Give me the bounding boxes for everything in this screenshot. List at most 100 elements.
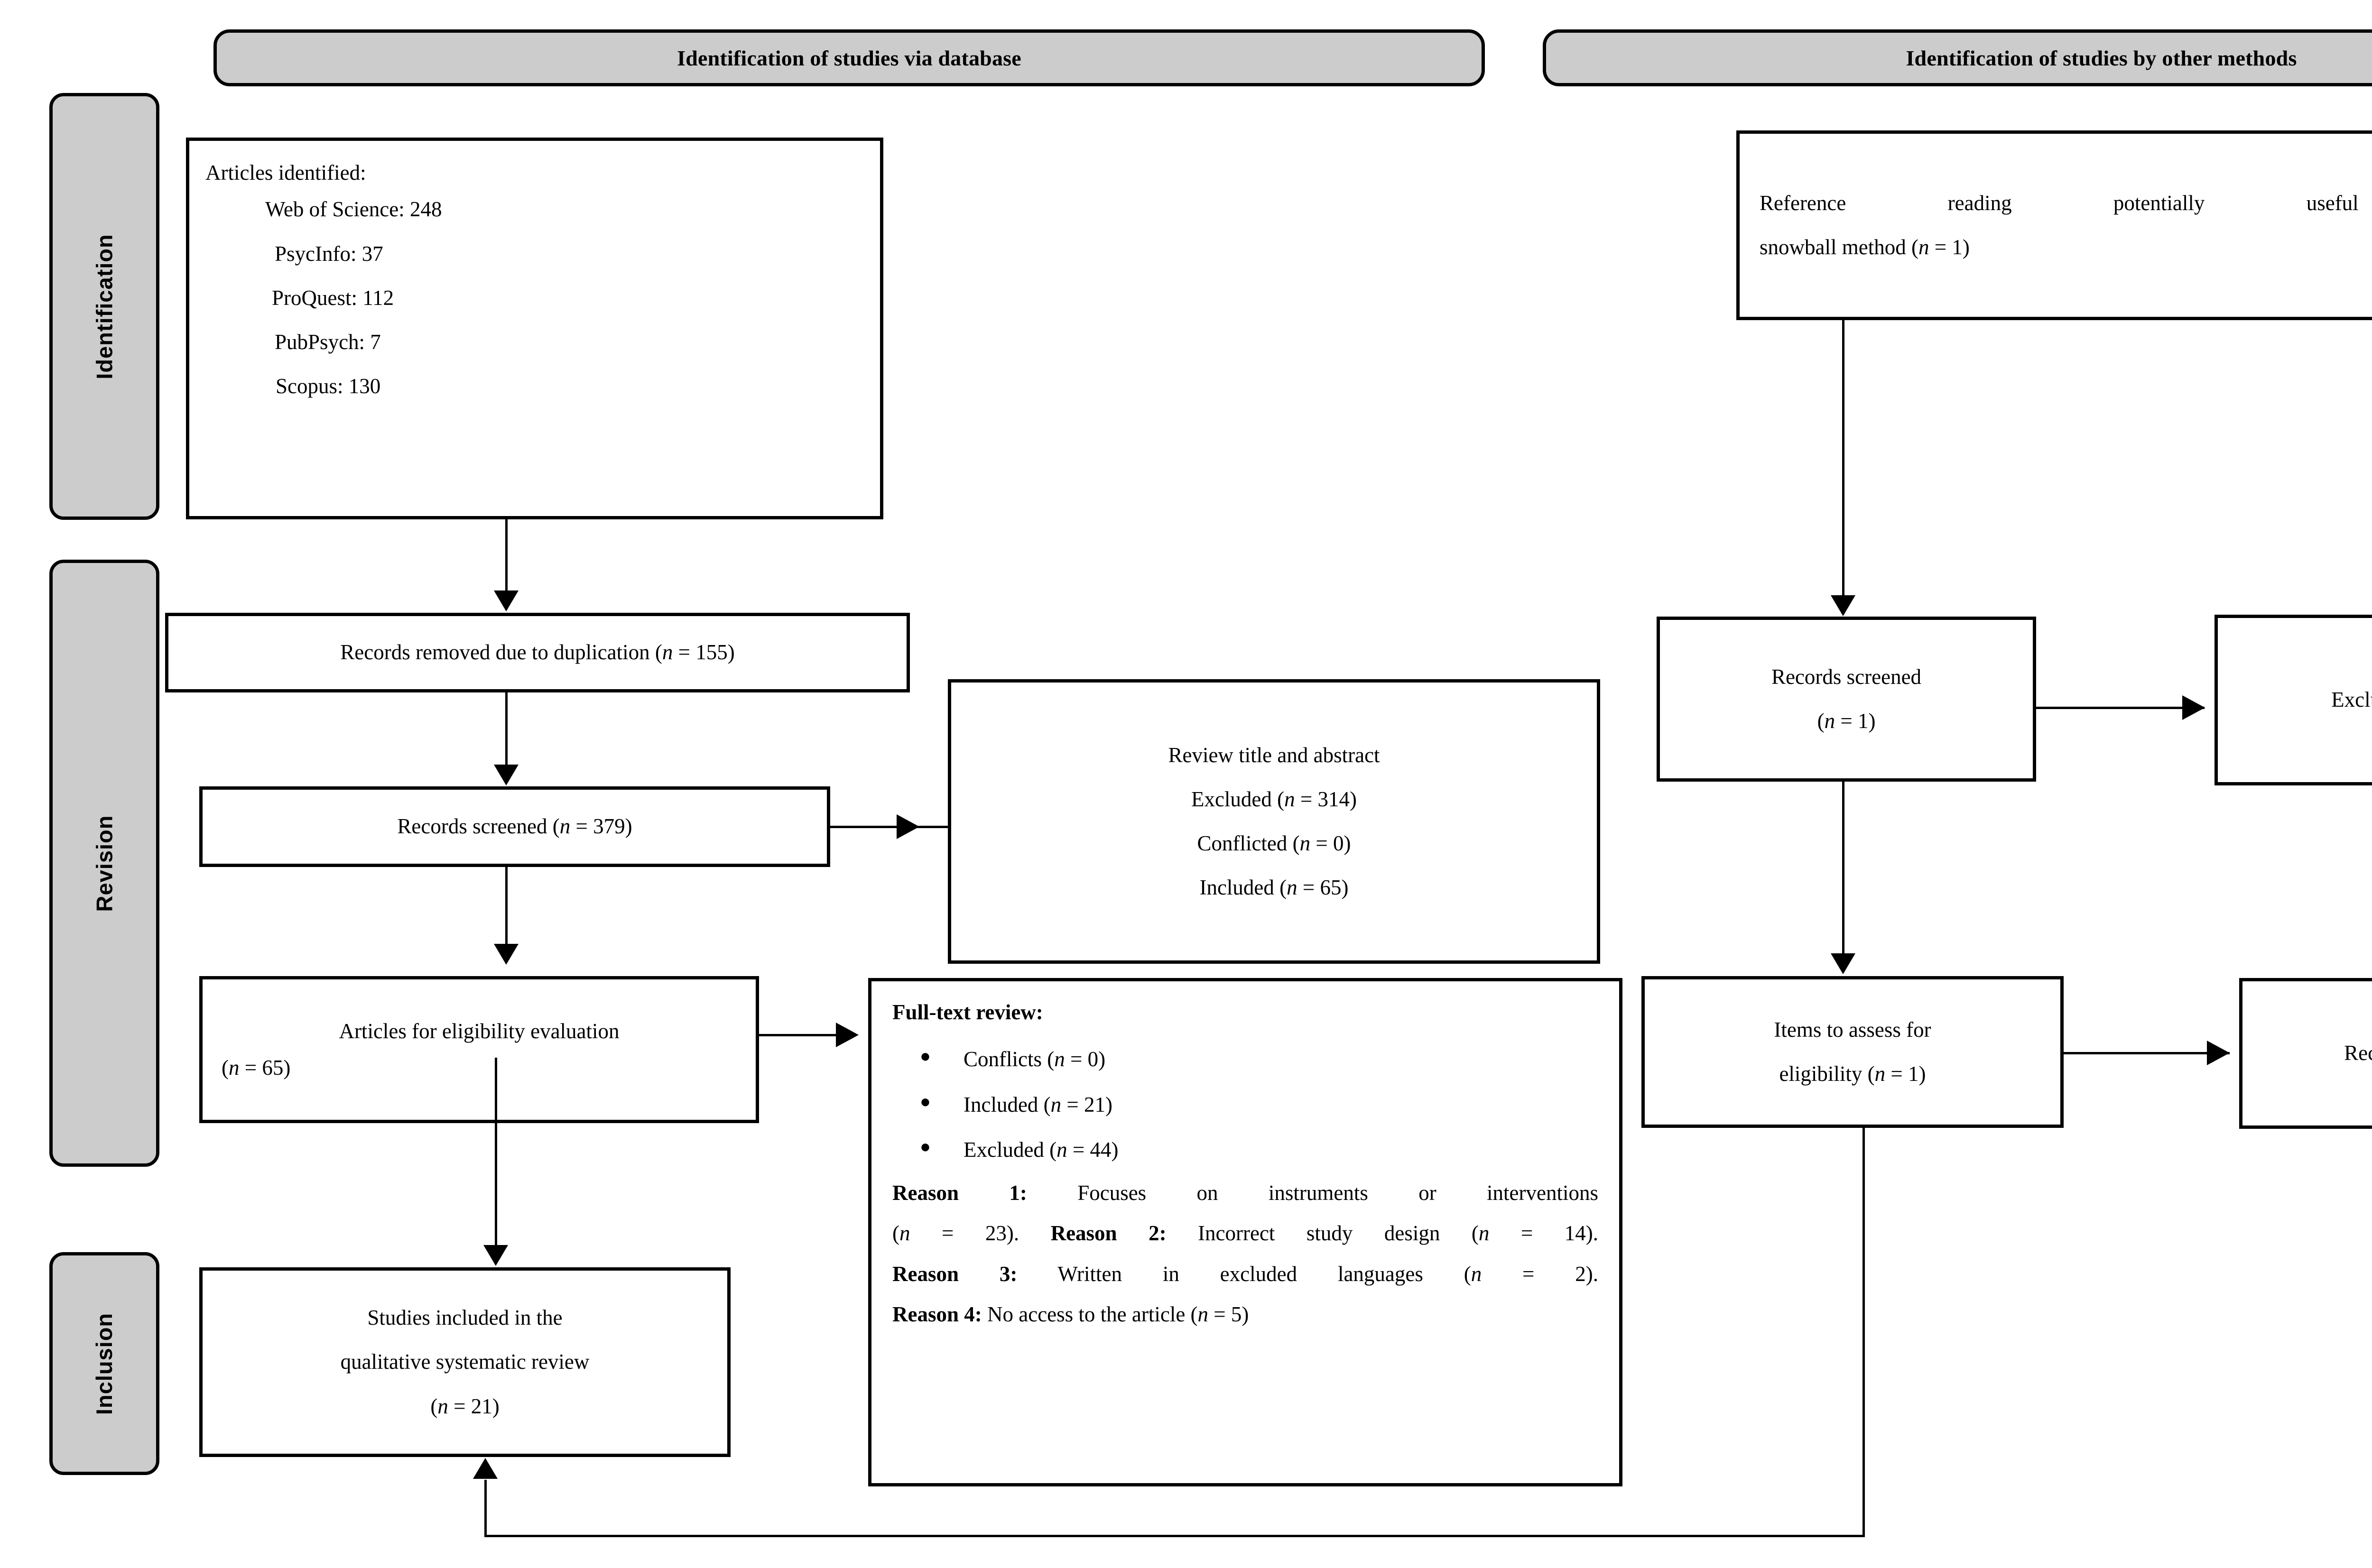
- box-records-screened-other: Records screened (n = 1): [1657, 617, 2036, 782]
- reason-4-label: Reason 4:: [892, 1302, 982, 1326]
- reason-2-label: Reason 2:: [1050, 1221, 1167, 1245]
- banner-identification-database: Identification of studies via database: [213, 29, 1485, 86]
- connector-items-down-loop: [1862, 1128, 1865, 1537]
- records-screened-db-prefix: Records screened (: [397, 814, 560, 839]
- connector-loop-horizontal: [484, 1535, 1865, 1537]
- full-text-reason-3: Reason 3: Written in excluded languages …: [892, 1263, 1598, 1285]
- box-full-text-review: Full-text review: Conflicts (n = 0) Incl…: [868, 978, 1622, 1486]
- connector-screened-other-to-excluded: [2036, 707, 2205, 709]
- source-psycinfo: PsycInfo: 37: [275, 241, 383, 266]
- box-studies-included: Studies included in the qualitative syst…: [199, 1267, 731, 1457]
- reason-1-label: Reason 1:: [892, 1181, 1027, 1205]
- studies-included-line1: Studies included in the: [367, 1306, 563, 1330]
- reference-reading-line2: snowball method (n = 1): [1760, 236, 2372, 258]
- stage-label-inclusion: Inclusion: [49, 1252, 159, 1475]
- full-text-reason-1: Reason 1: Focuses on instruments or inte…: [892, 1181, 1598, 1205]
- full-text-included-prefix: Included (: [964, 1092, 1051, 1116]
- review-title-abstract-heading: Review title and abstract: [1168, 743, 1380, 767]
- source-scopus: Scopus: 130: [276, 374, 381, 398]
- articles-eligibility-line2: (n = 65): [203, 1056, 756, 1079]
- arrowhead-eligibility-to-fulltext: [836, 1023, 859, 1047]
- full-text-reason-2: (n = 23). Reason 2: Incorrect study desi…: [892, 1222, 1598, 1245]
- source-web-of-science: Web of Science: 248: [265, 197, 442, 221]
- arrowhead-screened-to-review: [897, 814, 919, 839]
- reason-4-text: No access to the article (: [982, 1302, 1198, 1326]
- full-text-review-bullet-list: Conflicts (n = 0) Included (n = 21) Excl…: [892, 1047, 1598, 1162]
- studies-included-n: n: [437, 1394, 448, 1418]
- box-articles-eligibility: Articles for eligibility evaluation (n =…: [199, 976, 759, 1123]
- full-text-excluded-n: n: [1056, 1137, 1067, 1162]
- reason-4-n: n: [1197, 1302, 1209, 1326]
- excluded-records-prefix: Excluded records (: [2331, 688, 2372, 712]
- source-proquest: ProQuest: 112: [272, 286, 394, 310]
- full-text-included-n: n: [1050, 1092, 1062, 1116]
- full-text-conflicts-prefix: Conflicts (: [964, 1047, 1055, 1071]
- reason-2-text: Incorrect study design (: [1166, 1221, 1479, 1245]
- review-conflicted-suffix: = 0): [1310, 831, 1351, 855]
- source-pubpsych: PubPsych: 7: [275, 330, 381, 354]
- studies-included-suffix: = 21): [448, 1394, 500, 1418]
- items-to-assess-line1: Items to assess for: [1774, 1017, 1931, 1042]
- items-to-assess-line2: eligibility (n = 1): [1645, 1062, 2060, 1086]
- items-to-assess-suffix: = 1): [1885, 1062, 1926, 1086]
- box-reference-reading: Reference reading potentially useful via…: [1736, 130, 2372, 320]
- reason-3-label: Reason 3:: [892, 1262, 1018, 1286]
- banner-identification-other-methods: Identification of studies by other metho…: [1543, 29, 2372, 86]
- connector-items-to-records-included: [2064, 1052, 2230, 1054]
- items-to-assess-n: n: [1874, 1062, 1886, 1086]
- full-text-bullet-conflicts: Conflicts (n = 0): [920, 1047, 1598, 1071]
- review-included-line: Included (n = 65): [951, 876, 1597, 899]
- review-included-n: n: [1287, 876, 1297, 900]
- articles-eligibility-prefix: (: [222, 1056, 229, 1079]
- connector-loop-up-to-included: [484, 1480, 487, 1536]
- stage-identification-text: Identification: [92, 233, 117, 379]
- full-text-excluded-suffix: = 44): [1067, 1137, 1119, 1162]
- arrowhead-screened-to-eligibility: [494, 944, 519, 965]
- reason-3-n: n: [1471, 1262, 1482, 1286]
- full-text-excluded-prefix: Excluded (: [964, 1137, 1057, 1162]
- review-conflicted-n: n: [1299, 831, 1311, 855]
- reason-1-count: = 23).: [910, 1221, 1051, 1245]
- excluded-records-text: Excluded records (n = 0): [2218, 689, 2372, 711]
- items-to-assess-prefix: eligibility (: [1779, 1062, 1875, 1086]
- studies-included-prefix: (: [430, 1394, 438, 1418]
- connector-eligibility-to-included: [495, 1058, 497, 1262]
- records-screened-other-n: n: [1824, 709, 1835, 733]
- records-removed-text: Records removed due to duplication (n = …: [168, 641, 907, 664]
- full-text-reason-4: Reason 4: No access to the article (n = …: [892, 1303, 1598, 1326]
- studies-included-line2: qualitative systematic review: [340, 1350, 590, 1374]
- box-excluded-records: Excluded records (n = 0): [2214, 615, 2372, 785]
- studies-included-line3: (n = 21): [203, 1395, 727, 1418]
- box-review-title-abstract: Review title and abstract Excluded ( n = …: [948, 679, 1600, 964]
- reason-1-text: Focuses on instruments or interventions: [1027, 1181, 1598, 1205]
- stage-label-revision: Revision: [49, 560, 159, 1167]
- review-conflicted-prefix: Conflicted (: [1197, 831, 1300, 855]
- records-removed-prefix: Records removed due to duplication (: [340, 640, 662, 664]
- reason-3-count: = 2).: [1482, 1262, 1598, 1286]
- articles-identified-heading: Articles identified:: [205, 161, 366, 184]
- full-text-included-suffix: = 21): [1061, 1092, 1113, 1116]
- banner-database-label: Identification of studies via database: [677, 46, 1021, 70]
- full-text-conflicts-suffix: = 0): [1065, 1047, 1106, 1071]
- connector-reference-to-screened: [1842, 320, 1844, 614]
- reason-4-count: = 5): [1208, 1302, 1249, 1326]
- connector-identified-to-removed: [505, 519, 508, 609]
- articles-eligibility-suffix: = 65): [239, 1056, 291, 1079]
- review-conflicted-line: Conflicted (n = 0): [951, 832, 1597, 855]
- full-text-review-heading: Full-text review:: [892, 1000, 1043, 1024]
- review-included-prefix: Included (: [1199, 876, 1287, 900]
- reason-1-n: n: [899, 1221, 910, 1245]
- review-included-suffix: = 65): [1297, 876, 1349, 900]
- reference-reading-n: n: [1918, 235, 1929, 259]
- stage-revision-text: Revision: [92, 815, 117, 912]
- articles-eligibility-n: n: [229, 1056, 240, 1079]
- review-excluded-prefix: Excluded (: [1191, 787, 1285, 811]
- full-text-bullet-included: Included (n = 21): [920, 1092, 1598, 1116]
- records-screened-other-line2: (n = 1): [1660, 710, 2033, 732]
- box-records-screened-database: Records screened (n = 379): [199, 786, 830, 867]
- stage-label-identification: Identification: [49, 93, 159, 520]
- reason-2-open-paren: (: [892, 1221, 899, 1245]
- records-screened-db-text: Records screened (n = 379): [203, 815, 827, 838]
- connector-screened-to-eligibility: [505, 867, 508, 962]
